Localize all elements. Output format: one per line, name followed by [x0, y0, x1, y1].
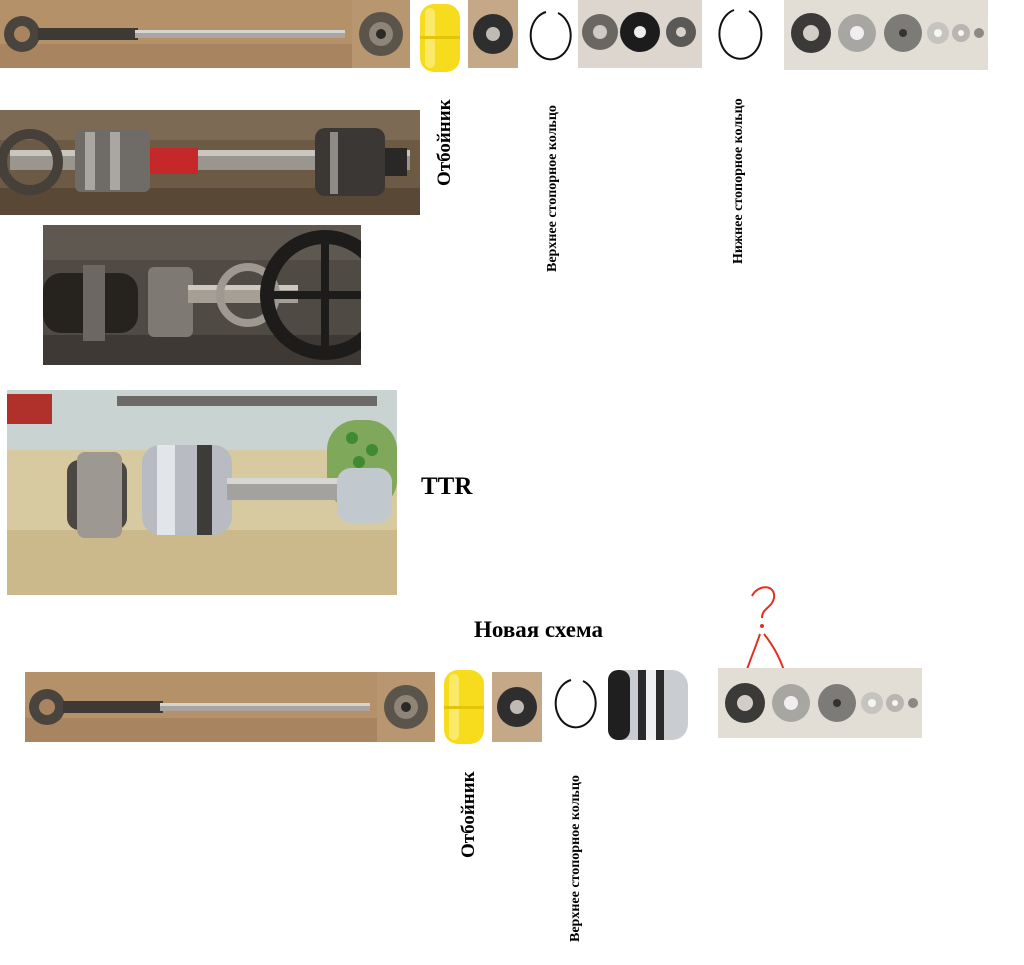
piston-parts-photo-top [578, 0, 702, 68]
bumper-label-bottom: Отбойник [458, 771, 479, 858]
new-scheme-title: Новая схема [474, 617, 603, 642]
washer-photo-bottom [492, 672, 542, 742]
yellow-bumper-icon [440, 668, 488, 746]
lower-ring-label-top: Нижнее стопорное кольцо [731, 98, 746, 264]
ttr-label: TTR [421, 473, 473, 500]
shock-assembly-photo [0, 110, 420, 215]
retaining-ring-icon [718, 6, 766, 64]
disassembled-shock-photo [43, 225, 361, 365]
rubber-washer-photo-top [352, 0, 410, 68]
upper-ring-label-bottom: Верхнее стопорное кольцо [568, 775, 583, 942]
washer-photo-top [468, 0, 518, 68]
bumper-label-top: Отбойник [434, 99, 455, 186]
retaining-ring-icon [553, 676, 599, 732]
valve-washers-photo-top [784, 0, 988, 70]
ttr-cartridge-photo [7, 390, 397, 595]
shaft-rod-photo-bottom [25, 672, 377, 742]
rubber-washer-photo-bottom [377, 672, 435, 742]
yellow-bumper-icon [416, 2, 464, 74]
upper-ring-label-top: Верхнее стопорное кольцо [545, 105, 560, 272]
valve-washers-photo-bottom [718, 668, 922, 738]
retaining-ring-icon [528, 8, 574, 64]
question-mark-annotation [738, 582, 798, 682]
shaft-rod-photo-top [0, 0, 352, 68]
new-piston-cartridge-photo [600, 660, 696, 750]
